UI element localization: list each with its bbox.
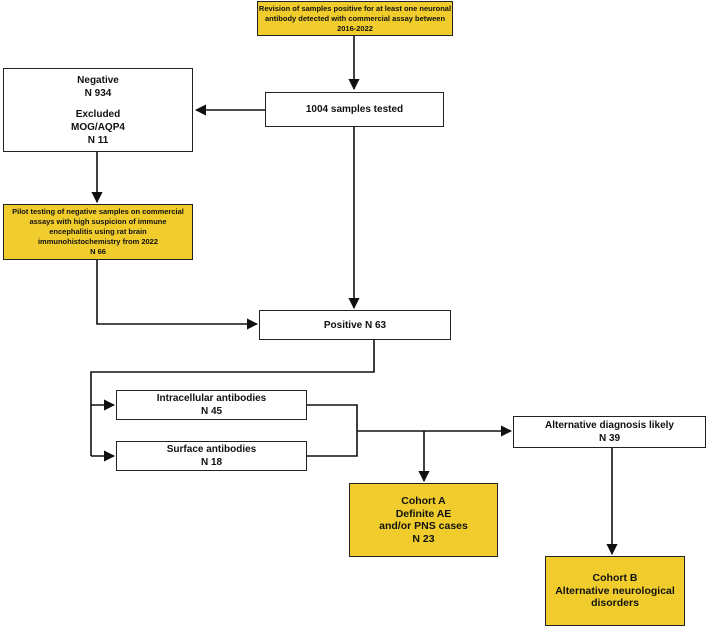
tested-box: 1004 samples tested [265,92,444,127]
revision-box: Revision of samples positive for at leas… [257,1,453,36]
alternative-diagnosis-box: Alternative diagnosis likely N 39 [513,416,706,448]
arrow-pilot-to-positive [96,260,259,330]
positive-box: Positive N 63 [259,310,451,340]
pilot-testing-box: Pilot testing of negative samples on com… [3,204,193,260]
intracellular-box: Intracellular antibodies N 45 [116,390,307,420]
surface-box: Surface antibodies N 18 [116,441,307,471]
connector-positive-split [90,340,375,456]
connector-intracellular-merge [307,404,358,457]
cohort-b-box: Cohort B Alternative neurological disord… [545,556,685,626]
cohort-a-box: Cohort A Definite AE and/or PNS cases N … [349,483,498,557]
negative-excluded-box: Negative N 934 Excluded MOG/AQP4 N 11 [3,68,193,152]
